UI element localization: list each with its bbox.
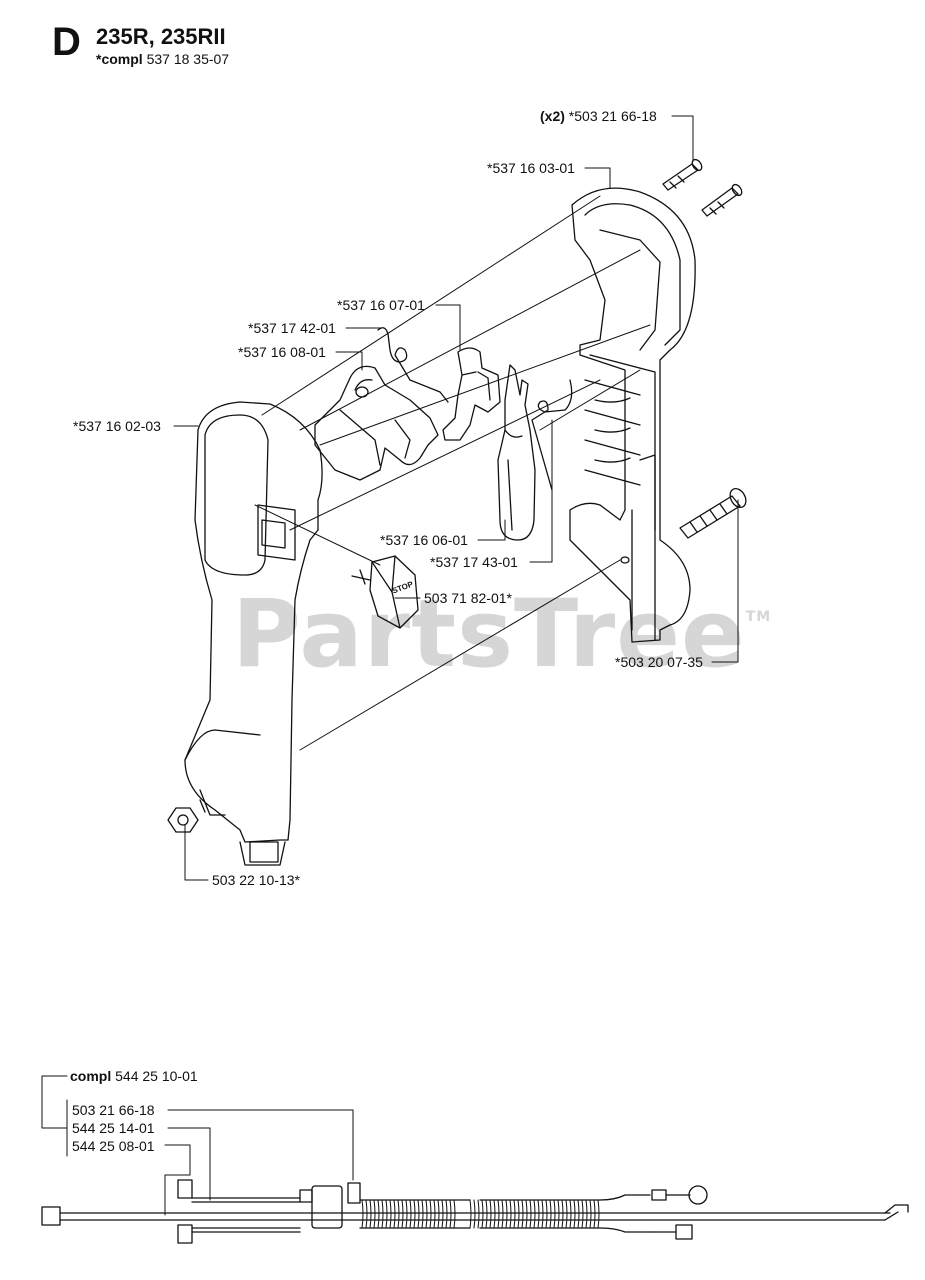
handle-left-half-icon (184, 401, 323, 866)
watermark: PartsTreeTM (232, 588, 771, 682)
label-throttle-lever: *537 16 06-01 (380, 532, 468, 548)
spring-small-icon (377, 327, 449, 403)
throttle-lever-icon (497, 364, 536, 541)
watermark-text: PartsTree (232, 580, 746, 689)
stop-switch-icon (351, 555, 419, 629)
assembly-guide-lines (254, 195, 651, 751)
label-nut: 503 22 10-13* (212, 872, 300, 888)
watermark-mark: TM (745, 609, 772, 625)
label-cable-compl: compl 544 25 10-01 (70, 1068, 198, 1084)
label-screw-long: *503 20 07-35 (615, 654, 703, 670)
handle-right-half-icon (569, 187, 696, 643)
nut-icon (167, 807, 199, 833)
coiled-cable-icon (361, 1199, 600, 1229)
label-stop-switch: 503 71 82-01* (424, 590, 512, 606)
screw-long-icon (679, 488, 747, 539)
label-spring-lever: *537 17 43-01 (430, 554, 518, 570)
model-title: 235R, 235RII (96, 24, 226, 49)
label-throttle-lockout: *537 16 07-01 (337, 297, 425, 313)
label-cable-item-2: 544 25 14-01 (72, 1120, 155, 1136)
cable-compl-number: 544 25 10-01 (115, 1068, 198, 1084)
throttle-trigger-housing-icon (314, 365, 439, 481)
number-screw-top: *503 21 66-18 (568, 108, 657, 124)
label-handle-left-half: *537 16 02-03 (73, 418, 161, 434)
screw-top-icon (662, 158, 743, 217)
label-cable-item-3: 544 25 08-01 (72, 1138, 155, 1154)
cable-group-brackets (41, 1075, 354, 1216)
label-cable-item-1: 503 21 66-18 (72, 1102, 155, 1118)
cable-compl-prefix: compl (70, 1068, 112, 1084)
compl-assembly-number: *compl 537 18 35-07 (96, 52, 229, 66)
label-handle-right-half: *537 16 03-01 (487, 160, 575, 176)
compl-prefix: *compl (96, 51, 143, 67)
label-throttle-trigger-housing: *537 16 08-01 (238, 344, 326, 360)
throttle-lockout-icon (442, 347, 501, 441)
compl-number: 537 18 35-07 (146, 51, 230, 67)
spring-lever-icon (531, 379, 573, 491)
label-spring-small: *537 17 42-01 (248, 320, 336, 336)
section-letter: D (52, 20, 81, 64)
leader-lines (173, 115, 739, 881)
qty-screw-top: (x2) (540, 108, 565, 124)
label-screw-top: (x2) *503 21 66-18 (540, 108, 657, 124)
